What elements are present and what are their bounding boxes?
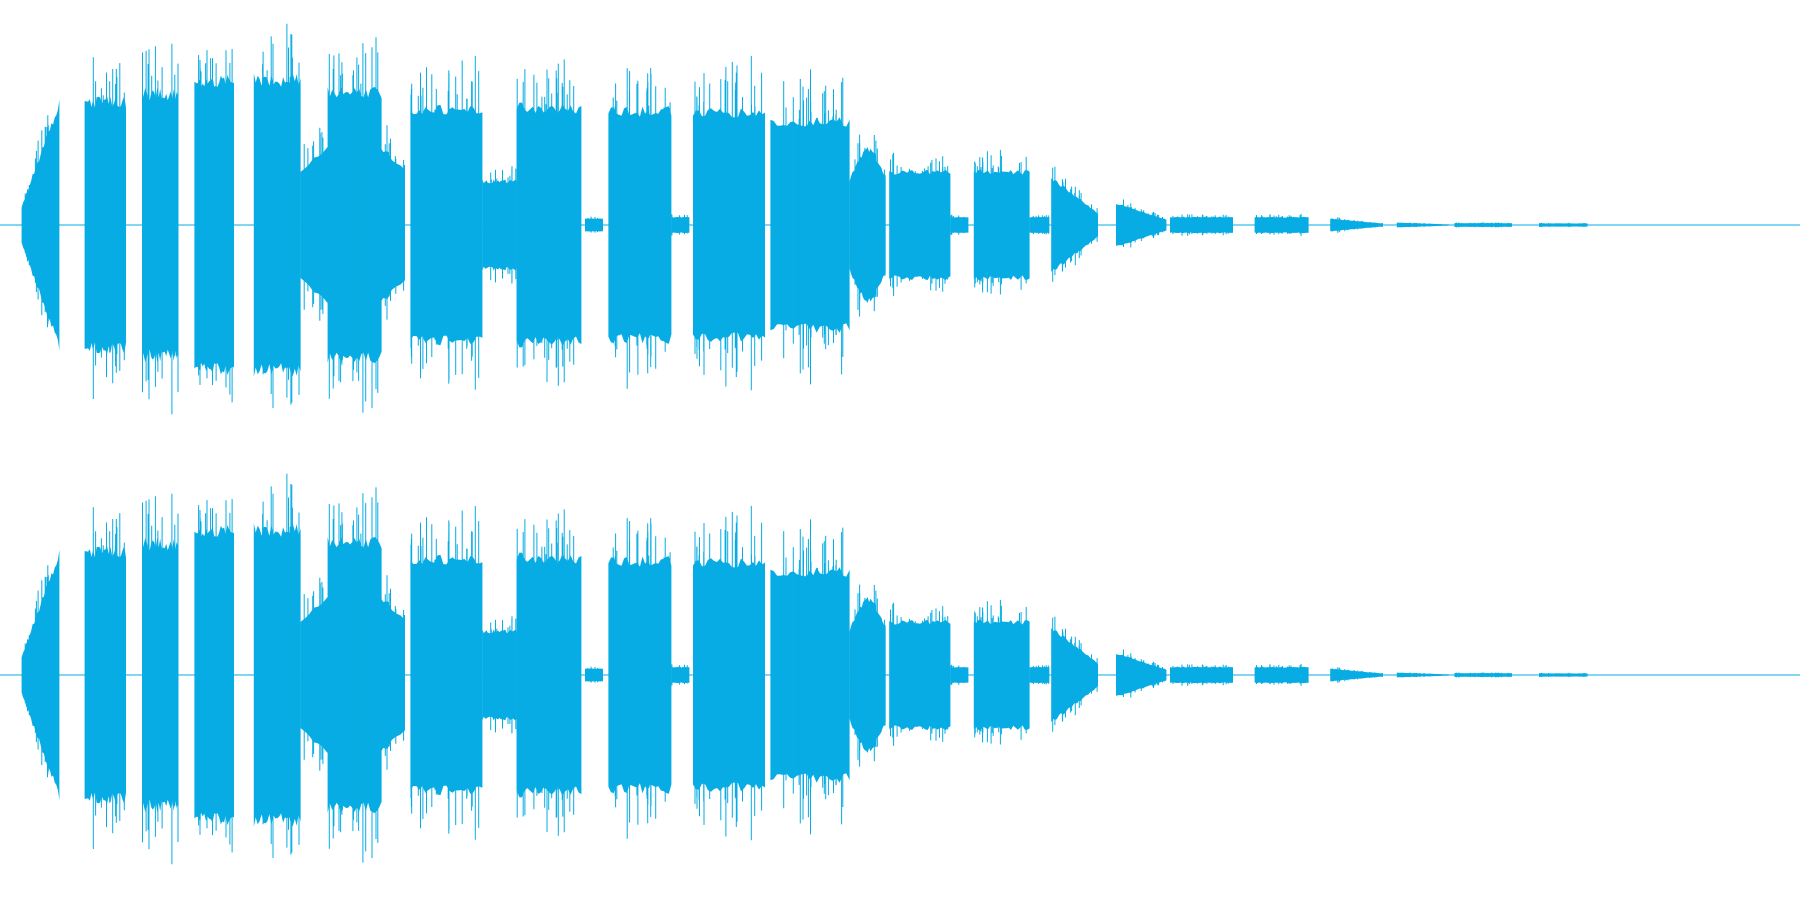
waveform-segment [1454, 222, 1512, 228]
waveform-segment [84, 57, 126, 399]
waveform-body [327, 87, 382, 363]
waveform-segment [585, 666, 603, 683]
waveform-segment [1170, 214, 1233, 236]
waveform-segment [950, 214, 969, 235]
waveform-segment [1254, 663, 1309, 686]
waveform-channel-2 [0, 473, 1800, 865]
waveform-body [253, 73, 301, 377]
waveform-segment [1254, 213, 1309, 236]
waveform-segment [1539, 672, 1588, 678]
waveform-segment [1029, 215, 1050, 235]
waveform-segment [1330, 217, 1383, 233]
waveform-segment [516, 509, 582, 836]
waveform-segment [1116, 649, 1167, 698]
waveform-segment [1051, 616, 1098, 732]
waveform-body [410, 554, 483, 796]
waveform-segment [327, 37, 382, 413]
waveform-segment [889, 602, 951, 746]
waveform-segment [671, 214, 690, 236]
waveform-segment [410, 56, 483, 390]
waveform-body [1539, 223, 1588, 227]
waveform-body [1170, 666, 1233, 684]
waveform-body [693, 108, 765, 342]
waveform-body [849, 597, 886, 753]
waveform-body [1170, 216, 1233, 234]
waveform-segment [1539, 222, 1588, 228]
waveform-body [142, 88, 179, 362]
waveform-body [608, 556, 672, 794]
waveform-segment [516, 59, 582, 386]
waveform-body [608, 106, 672, 344]
waveform-segment [327, 487, 382, 863]
waveform-body [1539, 673, 1588, 677]
waveform-segment [973, 599, 1030, 745]
waveform-segment [693, 505, 765, 841]
waveform-segment [1454, 672, 1512, 678]
waveform-segment [142, 43, 179, 415]
waveform-segment [482, 616, 517, 734]
waveform-body [194, 74, 234, 376]
waveform-segment [889, 152, 951, 296]
waveform-segment [1330, 667, 1383, 683]
waveform-segment [585, 216, 603, 233]
waveform-body [693, 558, 765, 792]
waveform-segment [21, 99, 60, 351]
waveform-segment [1396, 672, 1449, 678]
waveform-segment [770, 69, 850, 385]
waveform-segment [21, 549, 60, 801]
waveform-body [889, 169, 951, 281]
waveform-segment [849, 584, 886, 767]
waveform-channel-1 [0, 23, 1800, 415]
waveform-body [1330, 668, 1383, 682]
waveform-body [253, 523, 301, 827]
waveform-body [410, 104, 483, 346]
waveform-segment [770, 519, 850, 835]
waveform-segment [410, 506, 483, 840]
waveform-segment [693, 55, 765, 391]
waveform-segment [84, 507, 126, 849]
waveform-segment [950, 664, 969, 685]
waveform-body [1330, 218, 1383, 232]
waveform-segment [608, 518, 672, 839]
waveform-body [889, 619, 951, 731]
waveform-segment [253, 23, 301, 408]
waveform-body [21, 99, 60, 351]
waveform-segment [608, 68, 672, 389]
waveform-segment [194, 49, 234, 403]
waveform-body [327, 537, 382, 813]
waveform-segment [849, 134, 886, 317]
waveform-segment [482, 166, 517, 284]
waveform-body [21, 549, 60, 801]
waveform-segment [194, 499, 234, 853]
waveform-segment [142, 493, 179, 865]
waveform-segment [1029, 665, 1050, 685]
waveform-segment [1396, 222, 1449, 228]
waveform-body [194, 524, 234, 826]
waveform-segment [1051, 166, 1098, 282]
waveform-segment [1170, 664, 1233, 686]
waveform-segment [671, 664, 690, 686]
waveform-body [849, 147, 886, 303]
waveform-segment [973, 149, 1030, 295]
waveform-segment [253, 473, 301, 858]
waveform-body [142, 538, 179, 812]
waveform-segment [1116, 199, 1167, 248]
